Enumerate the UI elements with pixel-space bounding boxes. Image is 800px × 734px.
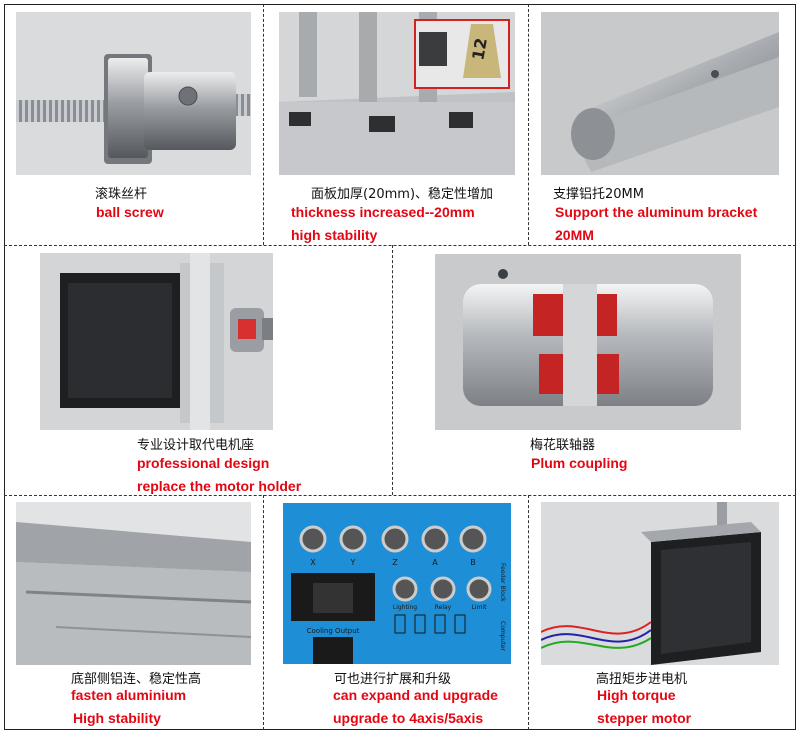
control-box-photo: X Y Z A B Lighting Relay Limit Cooling O… [283,503,511,664]
profile-en-label-2: high stability [291,227,378,243]
ball-screw-en-label: ball screw [96,204,164,220]
row-divider-2 [4,495,796,496]
col-divider-r1-2 [528,4,529,245]
support-en-label-2: 20MM [555,227,594,243]
ruler-digits: 12 [468,36,491,61]
col-divider-r3-2 [528,495,529,730]
coupling-cn-label: 梅花联轴器 [530,438,596,453]
control-box-cn-label: 可也进行扩展和升级 [334,672,452,687]
svg-text:Cooling Output: Cooling Output [307,627,360,635]
stepper-motor-photo [541,502,779,665]
support-cn-label: 支撑铝托20MM [553,187,644,202]
motor-holder-en-label-2: replace the motor holder [137,478,302,494]
profile-cn-label: 面板加厚(20mm)、稳定性增加 [311,187,494,202]
svg-text:Lighting: Lighting [393,604,417,611]
svg-text:Relay: Relay [435,604,452,611]
svg-text:X: X [310,558,316,567]
svg-text:Feeder Block: Feeder Block [499,563,506,602]
motor-holder-en-label-1: professional design [137,455,270,471]
plum-coupling-photo [435,254,741,430]
col-divider-r1-1 [263,4,264,245]
col-divider-r2 [392,245,393,495]
motor-holder-cn-label: 专业设计取代电机座 [137,438,255,453]
aluminium-en-label-2: High stability [73,710,161,726]
stepper-en-label-1: High torque [597,687,676,703]
ball-screw-photo [16,12,251,175]
svg-text:Y: Y [350,558,356,567]
spec-sheet-frame [4,4,796,730]
profile-en-label-1: thickness increased--20mm [291,204,475,220]
support-en-label-1: Support the aluminum bracket [555,204,758,220]
svg-text:Computer: Computer [499,621,506,651]
control-box-en-label-2: upgrade to 4axis/5axis [333,710,484,726]
aluminium-rail-photo [16,502,251,665]
svg-text:B: B [470,558,476,567]
coupling-en-label: Plum coupling [531,455,628,471]
svg-text:Z: Z [392,558,398,567]
svg-text:A: A [432,558,438,567]
stepper-en-label-2: stepper motor [597,710,692,726]
control-box-en-label-1: can expand and upgrade [333,687,498,703]
axis-connectors [299,525,487,553]
svg-text:Limit: Limit [472,604,488,611]
col-divider-r3-1 [263,495,264,730]
aluminum-profile-photo: 12 [279,12,515,175]
ball-screw-cn-label: 滚珠丝杆 [95,187,148,202]
aluminium-en-label-1: fasten aluminium [71,687,187,703]
stepper-cn-label: 高扭矩步进电机 [596,672,688,687]
motor-holder-photo [40,253,273,430]
support-rail-photo [541,12,779,175]
row-divider-1 [4,245,796,246]
aluminium-cn-label: 底部侧铝连、稳定性高 [71,672,202,687]
